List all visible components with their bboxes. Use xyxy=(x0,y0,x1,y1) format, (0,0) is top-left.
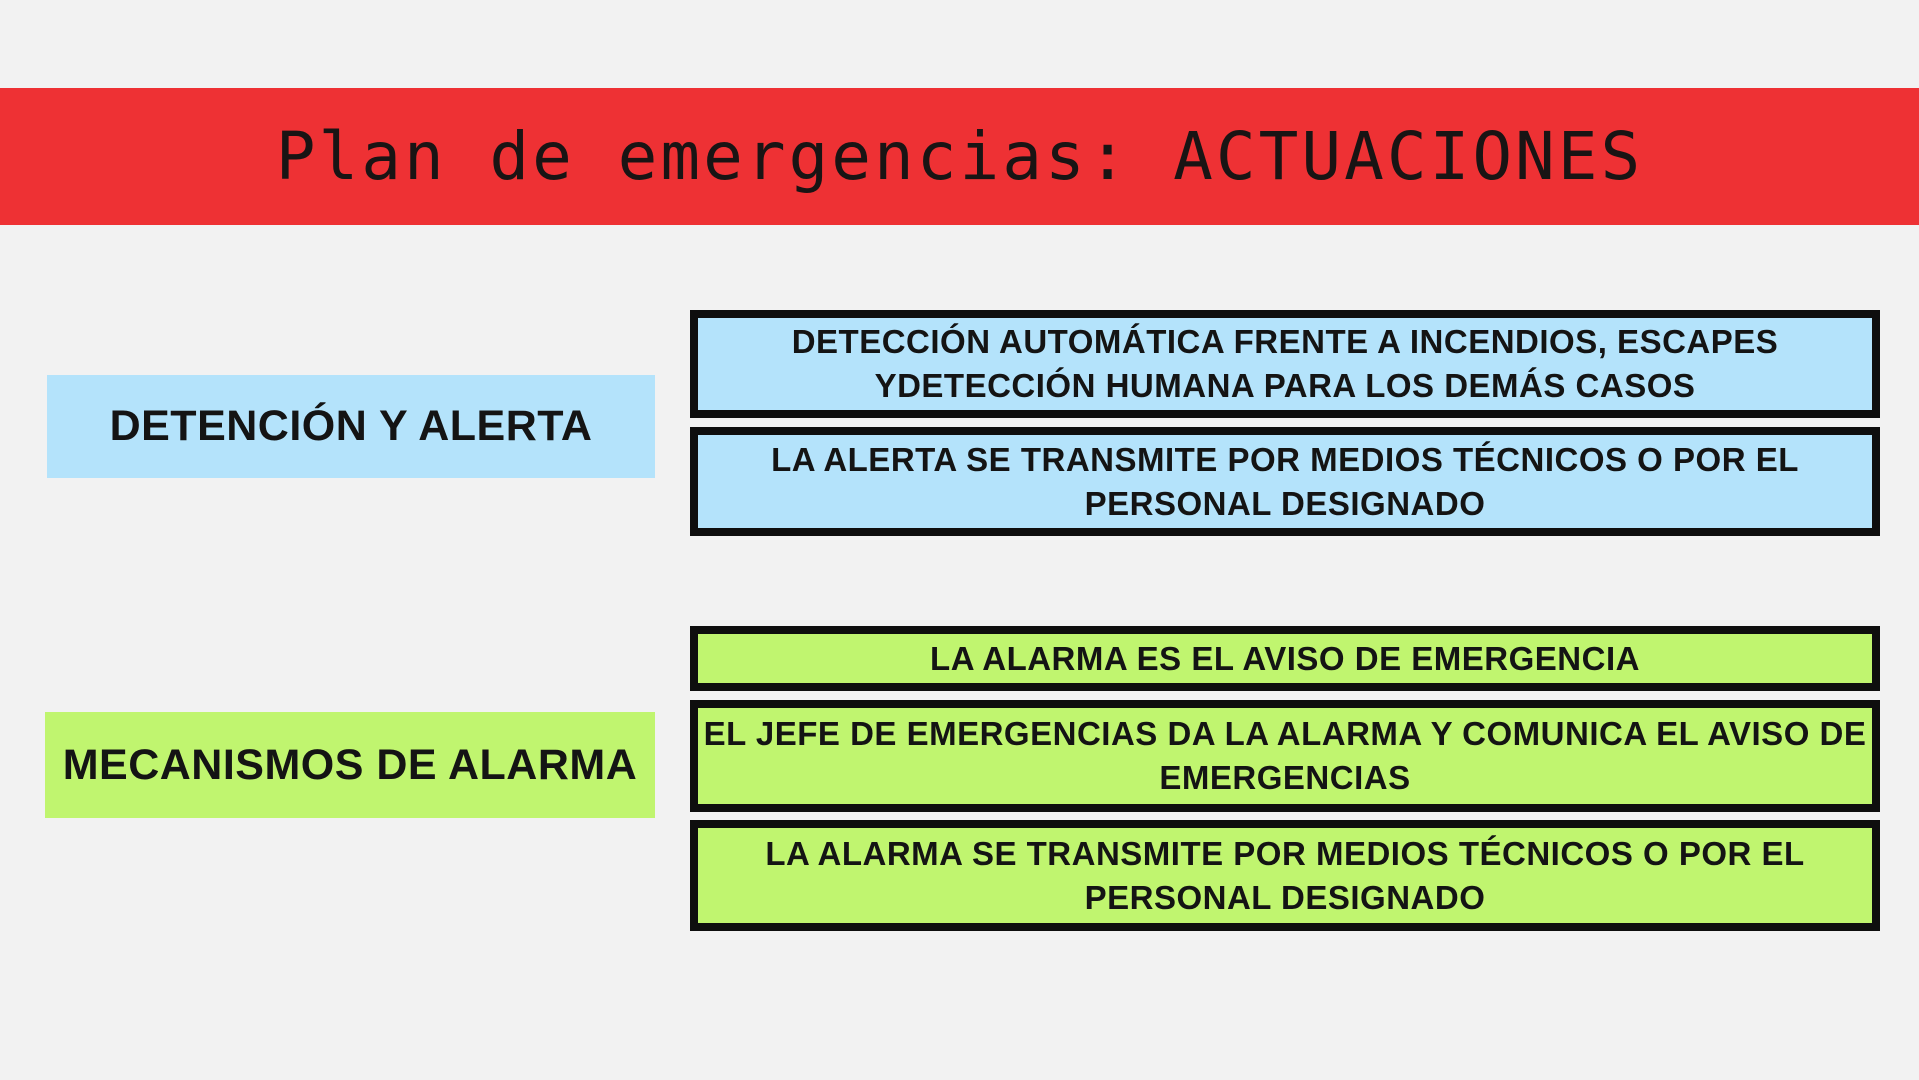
info-box-line: LA ALARMA SE TRANSMITE POR MEDIOS TÉCNIC… xyxy=(765,834,1805,872)
info-box-line: PERSONAL DESIGNADO xyxy=(1084,484,1486,522)
info-box-line: PERSONAL DESIGNADO xyxy=(1084,878,1486,916)
info-box-deteccion-automatica: DETECCIÓN AUTOMÁTICA FRENTE A INCENDIOS,… xyxy=(690,310,1880,418)
info-box-alarma-transmision: LA ALARMA SE TRANSMITE POR MEDIOS TÉCNIC… xyxy=(690,820,1880,931)
info-box-line: EMERGENCIAS xyxy=(1159,759,1411,796)
info-box-jefe-emergencias: EL JEFE DE EMERGENCIAS DA LA ALARMA Y CO… xyxy=(690,700,1880,812)
info-box-line: EL JEFE DE EMERGENCIAS DA LA ALARMA Y CO… xyxy=(703,715,1867,753)
info-box-alerta-transmision: LA ALERTA SE TRANSMITE POR MEDIOS TÉCNIC… xyxy=(690,427,1880,536)
info-box-line: DETECCIÓN AUTOMÁTICA FRENTE A INCENDIOS,… xyxy=(791,323,1779,361)
info-box-line: LA ALARMA ES EL AVISO DE EMERGENCIA xyxy=(930,639,1640,677)
info-box-line: LA ALERTA SE TRANSMITE POR MEDIOS TÉCNIC… xyxy=(771,440,1799,478)
title-banner: Plan de emergencias: ACTUACIONES xyxy=(0,88,1919,225)
slide-title: Plan de emergencias: ACTUACIONES xyxy=(275,118,1644,195)
section-label-mecanismos-de-alarma: MECANISMOS DE ALARMA xyxy=(45,712,655,818)
section-label-detencion-y-alerta: DETENCIÓN Y ALERTA xyxy=(47,375,655,478)
info-box-line: YDETECCIÓN HUMANA PARA LOS DEMÁS CASOS xyxy=(874,367,1696,404)
info-box-alarma-aviso: LA ALARMA ES EL AVISO DE EMERGENCIA xyxy=(690,626,1880,691)
